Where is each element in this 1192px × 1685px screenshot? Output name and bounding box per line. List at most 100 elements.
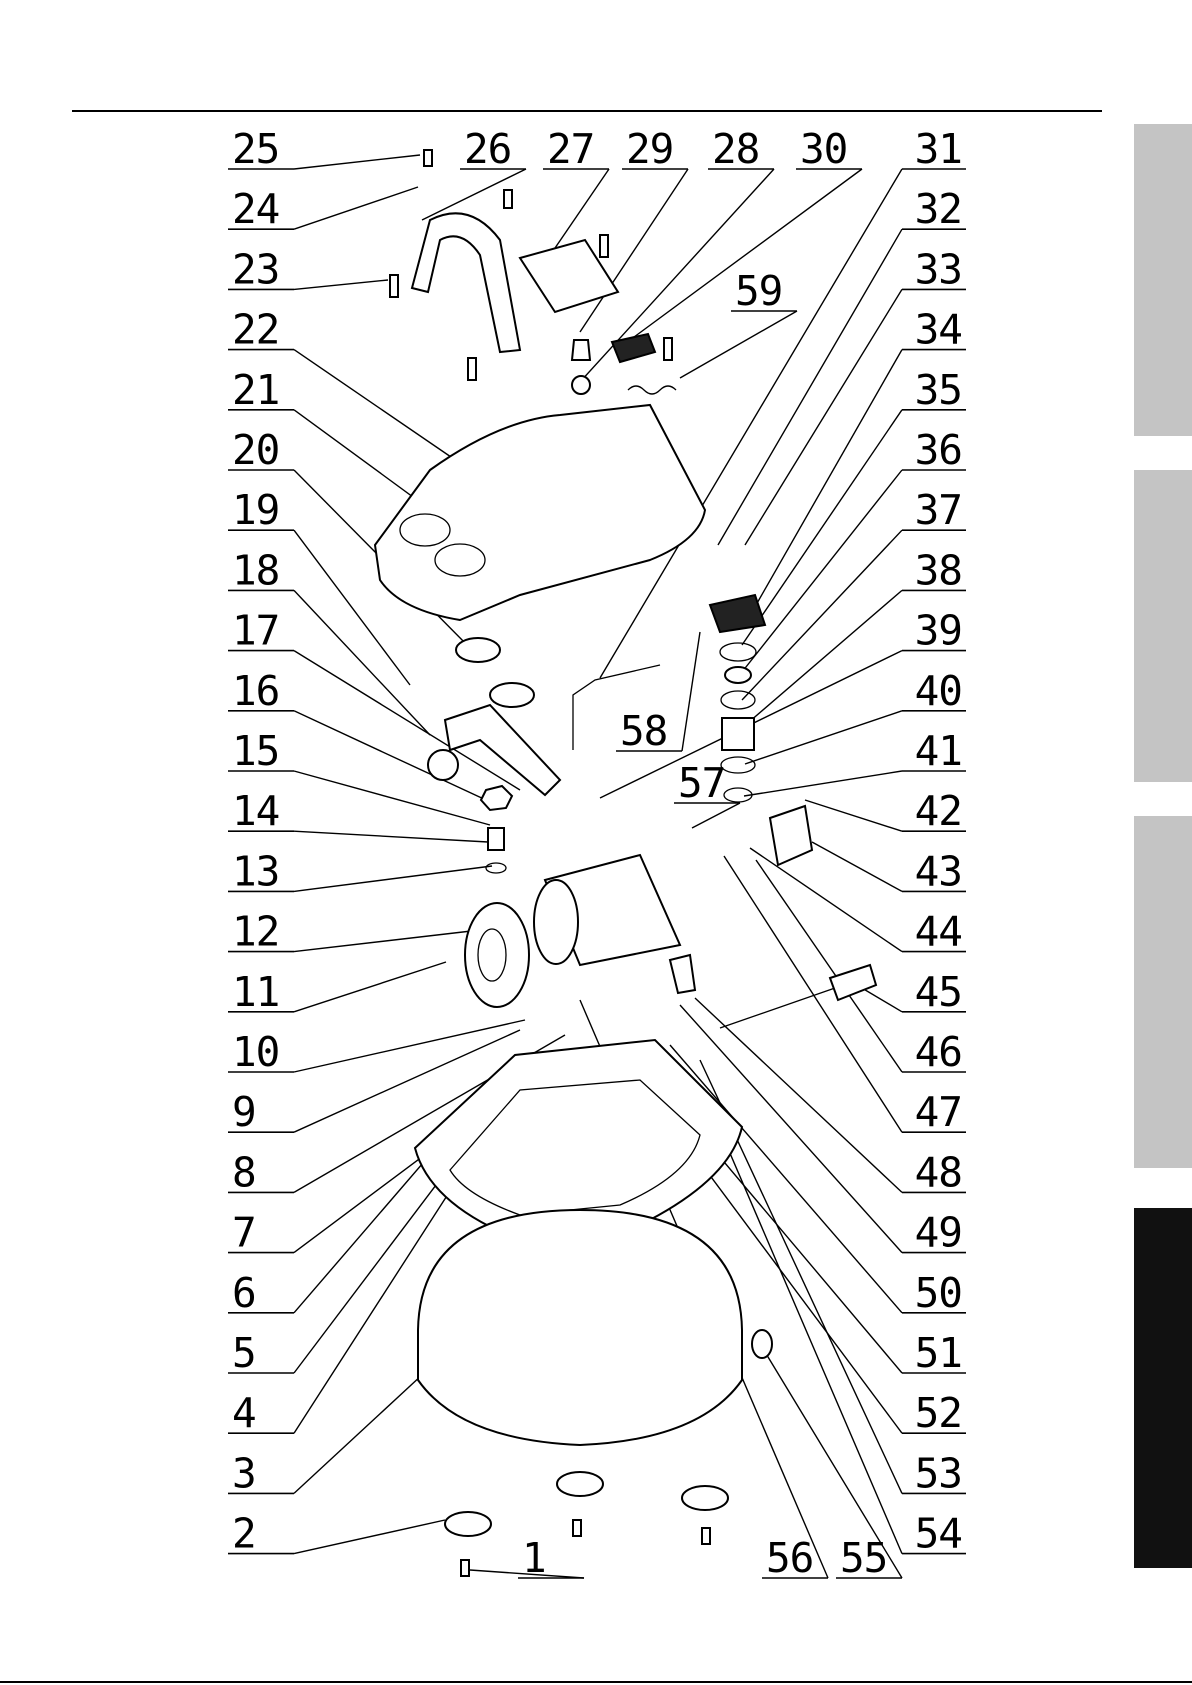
- callout-number: 13: [232, 847, 279, 895]
- seal-ring-35: [720, 643, 756, 661]
- regulator-manifold: [445, 705, 560, 795]
- leader-line: [756, 860, 902, 1072]
- callout-number: 3: [232, 1449, 256, 1497]
- callout-number: 30: [800, 125, 847, 173]
- switch-wire: [628, 386, 676, 394]
- leader-line: [742, 590, 902, 728]
- leader-line: [294, 155, 420, 169]
- callout-number: 10: [232, 1028, 279, 1076]
- leader-line: [752, 350, 902, 612]
- pressure-switch: [710, 595, 765, 632]
- callout-number: 45: [915, 968, 962, 1016]
- leader-line: [294, 187, 418, 229]
- callout-number: 6: [232, 1269, 256, 1317]
- top-shroud: [375, 405, 705, 620]
- foot-screws: [461, 1520, 710, 1576]
- leader-line: [294, 280, 388, 289]
- callout-number: 39: [915, 607, 962, 655]
- callout-number: 37: [915, 486, 962, 534]
- cylinder-38: [722, 718, 754, 750]
- leader-line: [745, 711, 902, 764]
- leader-line: [680, 311, 797, 378]
- callout-number: 42: [915, 787, 962, 835]
- pipe-fitting: [488, 828, 504, 850]
- callout-number: 35: [915, 366, 962, 414]
- leader-line: [294, 350, 470, 470]
- leader-line: [742, 470, 902, 672]
- callout-number: 29: [626, 125, 673, 173]
- callout-29: 29: [580, 125, 688, 332]
- leader-line: [294, 831, 488, 842]
- callout-number: 47: [915, 1088, 962, 1136]
- rubber-feet: [445, 1472, 728, 1536]
- callout-23: 23: [228, 245, 388, 293]
- callout-number: 19: [232, 486, 279, 534]
- leader-line: [294, 771, 490, 825]
- leader-line: [750, 848, 902, 952]
- seal-ring-37: [721, 691, 755, 709]
- callout-number: 24: [232, 185, 279, 233]
- callout-number: 38: [915, 546, 962, 594]
- callout-number: 33: [915, 245, 962, 293]
- leader-line: [580, 169, 688, 332]
- leader-line: [294, 930, 480, 952]
- hex-nut: [481, 786, 512, 810]
- callout-number: 5: [232, 1329, 256, 1377]
- callout-39: 39: [600, 607, 966, 798]
- callout-number: 11: [232, 968, 279, 1016]
- callout-number: 50: [915, 1269, 962, 1317]
- callout-number: 17: [232, 607, 279, 655]
- callout-number: 34: [915, 306, 962, 354]
- callout-59: 59: [680, 267, 797, 378]
- leader-line: [294, 866, 492, 891]
- callout-number: 16: [232, 667, 279, 715]
- callout-number: 56: [766, 1534, 813, 1582]
- switch-bracket: [670, 955, 695, 993]
- callout-number: 12: [232, 908, 279, 956]
- callout-42: 42: [805, 787, 966, 835]
- callout-number: 7: [232, 1209, 256, 1257]
- leader-line: [682, 632, 700, 751]
- callout-number: 53: [915, 1449, 962, 1497]
- callout-14: 14: [228, 787, 488, 842]
- leader-line: [294, 1020, 525, 1072]
- callout-28: 28: [580, 125, 774, 382]
- callout-number: 41: [915, 727, 962, 775]
- callout-13: 13: [228, 847, 492, 895]
- callout-43: 43: [812, 842, 966, 895]
- fan-wheel: [465, 903, 529, 1007]
- valve-plate-36: [725, 667, 751, 683]
- callout-number: 9: [232, 1088, 256, 1136]
- callout-number: 51: [915, 1329, 962, 1377]
- carry-handle: [412, 213, 520, 352]
- callout-11: 11: [228, 962, 446, 1016]
- regulator-knob: [428, 750, 458, 780]
- leader-line: [742, 410, 902, 645]
- callout-1: 1: [470, 1534, 584, 1582]
- leader-line: [294, 1520, 445, 1554]
- callout-number: 28: [712, 125, 759, 173]
- callout-number: 25: [232, 125, 279, 173]
- parts-drawing: [375, 150, 876, 1576]
- callout-number: 15: [232, 727, 279, 775]
- callout-number: 20: [232, 426, 279, 474]
- callout-number: 23: [232, 245, 279, 293]
- callout-number: 18: [232, 546, 279, 594]
- leader-line: [294, 962, 446, 1012]
- callout-number: 54: [915, 1510, 962, 1558]
- motor-end-cap: [534, 880, 578, 964]
- callout-number: 58: [620, 707, 667, 755]
- callout-25: 25: [228, 125, 420, 173]
- callout-number: 2: [232, 1510, 256, 1558]
- callout-31: 31: [600, 125, 966, 678]
- gauge-ring: [572, 376, 590, 394]
- callout-12: 12: [228, 908, 480, 956]
- callout-number: 27: [547, 125, 594, 173]
- filter-cup-b: [490, 683, 534, 707]
- callout-number: 21: [232, 366, 279, 414]
- power-cord: [720, 988, 835, 1028]
- callout-24: 24: [228, 185, 418, 233]
- callout-58: 58: [616, 632, 700, 755]
